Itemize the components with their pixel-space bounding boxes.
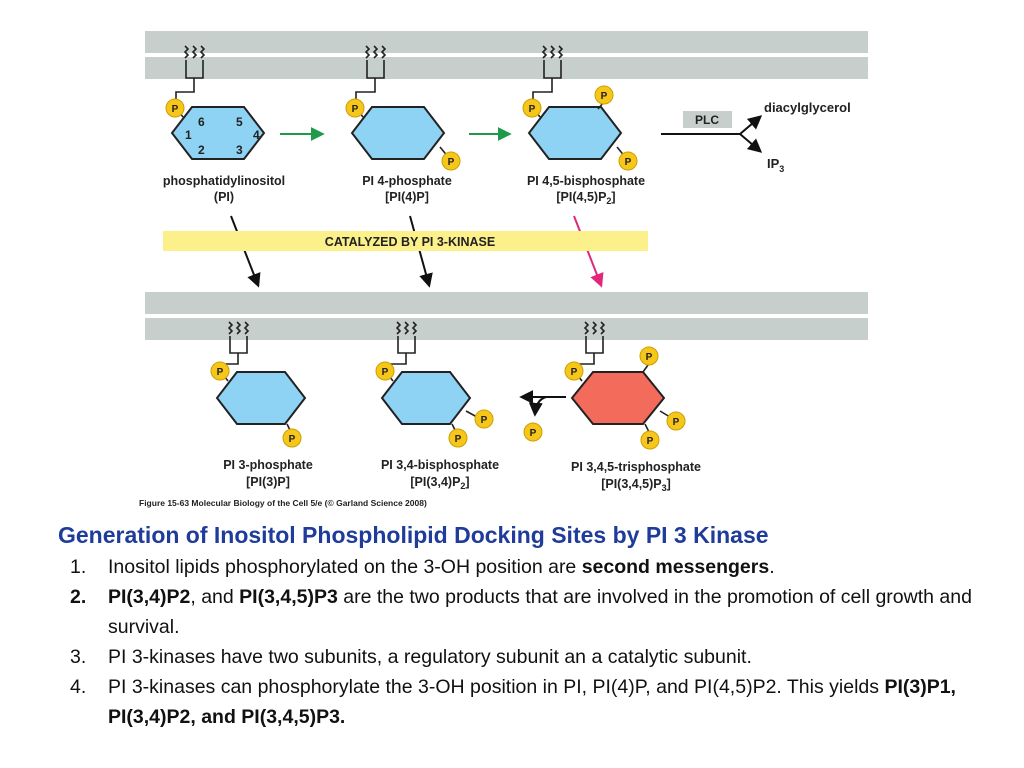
svg-text:P: P <box>382 367 389 378</box>
molecule-name: PI 3,4,5-trisphosphate <box>571 460 701 474</box>
dephosphorylation-arrow: P <box>519 390 566 442</box>
phosphoinositide-diagram: P 1 2 3 4 5 6 phosphatidylinositol (PI) … <box>139 31 868 508</box>
svg-text:P: P <box>646 352 653 363</box>
list-text: PI 3-kinases have two subunits, a regula… <box>108 646 752 668</box>
list-number: 3. <box>70 646 87 668</box>
molecule-pi345p3: P P P P PI 3,4,5-trisphosphate [PI(3,4,5… <box>564 321 701 493</box>
list-text-bold: PI(3,4,5)P3 <box>239 586 338 608</box>
catalyzed-band <box>163 231 648 251</box>
molecule-abbr: [PI(3,4,5)P3] <box>601 477 671 493</box>
list-item: 4. PI 3-kinases can phosphorylate the 3-… <box>58 672 1008 732</box>
phosphate <box>165 98 185 118</box>
list-item: 3. PI 3-kinases have two subunits, a reg… <box>58 642 1008 672</box>
lipid-tails <box>183 45 206 59</box>
molecule-abbr: [PI(4)P] <box>385 190 429 204</box>
list-item: 2. PI(3,4)P2, and PI(3,4,5)P3 are the tw… <box>58 582 1008 642</box>
list-text: , and <box>190 586 240 608</box>
svg-text:P: P <box>352 104 359 115</box>
svg-text:P: P <box>289 434 296 445</box>
molecule-abbr: (PI) <box>214 190 234 204</box>
list-number: 1. <box>70 556 87 578</box>
dag-label: diacylglycerol <box>764 100 851 115</box>
svg-text:P: P <box>448 157 455 168</box>
linker <box>175 60 204 104</box>
molecule-abbr: [PI(4,5)P2] <box>556 190 615 206</box>
plc-branch: PLC diacylglycerol IP3 <box>661 100 851 174</box>
molecule-name: PI 3-phosphate <box>223 458 313 472</box>
list-text-bold: PI(3)P1, PI(3,4)P2, and PI(3,4,5)P3. <box>108 676 956 728</box>
list-number: 4. <box>70 676 87 698</box>
ring-number-3: 3 <box>236 143 243 157</box>
svg-text:P: P <box>455 434 462 445</box>
ring-number-2: 2 <box>198 143 205 157</box>
svg-text:P: P <box>529 104 536 115</box>
svg-text:P: P <box>647 436 654 447</box>
molecule-pi3p: P P PI 3-phosphate [PI(3)P] <box>210 321 313 489</box>
ring-number-5: 5 <box>236 115 243 129</box>
ring-number-1: 1 <box>185 128 192 142</box>
molecule-name: phosphatidylinositol <box>163 174 285 188</box>
list-number: 2. <box>70 586 87 608</box>
plc-label: PLC <box>695 113 719 127</box>
molecule-abbr: [PI(3,4)P2] <box>410 475 469 491</box>
molecule-pi45p2: P P P PI 4,5-bisphosphate [PI(4,5)P2] <box>522 45 645 206</box>
svg-text:P: P <box>601 91 608 102</box>
membrane-bottom-2 <box>145 318 868 340</box>
inositol-ring <box>170 106 266 160</box>
list-text-bold: second messengers <box>581 556 770 578</box>
numbered-list: 1. Inositol lipids phosphorylated on the… <box>58 552 1008 732</box>
list-item: 1. Inositol lipids phosphorylated on the… <box>58 552 1008 582</box>
slide-title: Generation of Inositol Phospholipid Dock… <box>58 522 769 548</box>
molecule-abbr: [PI(3)P] <box>246 475 290 489</box>
list-text-bold: PI(3,4)P2 <box>108 586 191 608</box>
molecule-pi34p2: P P P PI 3,4-bisphosphate [PI(3,4)P2] <box>375 321 499 491</box>
molecule-name: PI 3,4-bisphosphate <box>381 458 499 472</box>
ring-number-6: 6 <box>198 115 205 129</box>
svg-text:P: P <box>481 415 488 426</box>
svg-text:P: P <box>571 367 578 378</box>
svg-text:P: P <box>673 417 680 428</box>
list-text: PI 3-kinases can phosphorylate the 3-OH … <box>108 676 885 698</box>
figure-caption: Figure 15-63 Molecular Biology of the Ce… <box>139 498 427 508</box>
plc-box <box>683 111 732 128</box>
phosphate-label: P <box>172 104 179 115</box>
svg-text:P: P <box>217 367 224 378</box>
list-text: . <box>769 556 775 578</box>
membrane-top-2 <box>145 57 868 79</box>
ring-number-4: 4 <box>253 128 260 142</box>
molecule-pi4p: P P PI 4-phosphate [PI(4)P] <box>345 45 461 204</box>
svg-text:P: P <box>530 428 537 439</box>
molecule-pi: P 1 2 3 4 5 6 phosphatidylinositol (PI) <box>163 45 285 204</box>
molecule-name: PI 4,5-bisphosphate <box>527 174 645 188</box>
membrane-bottom-1 <box>145 292 868 314</box>
list-text: Inositol lipids phosphorylated on the 3-… <box>108 556 582 578</box>
svg-text:P: P <box>625 157 632 168</box>
membrane-top-1 <box>145 31 868 53</box>
slide-text: Generation of Inositol Phospholipid Dock… <box>58 521 1008 732</box>
catalyzed-label: CATALYZED BY PI 3-KINASE <box>325 235 495 249</box>
ip3-label: IP3 <box>767 156 784 174</box>
list-text: are the two products that are involved i… <box>108 586 972 638</box>
molecule-name: PI 4-phosphate <box>362 174 452 188</box>
